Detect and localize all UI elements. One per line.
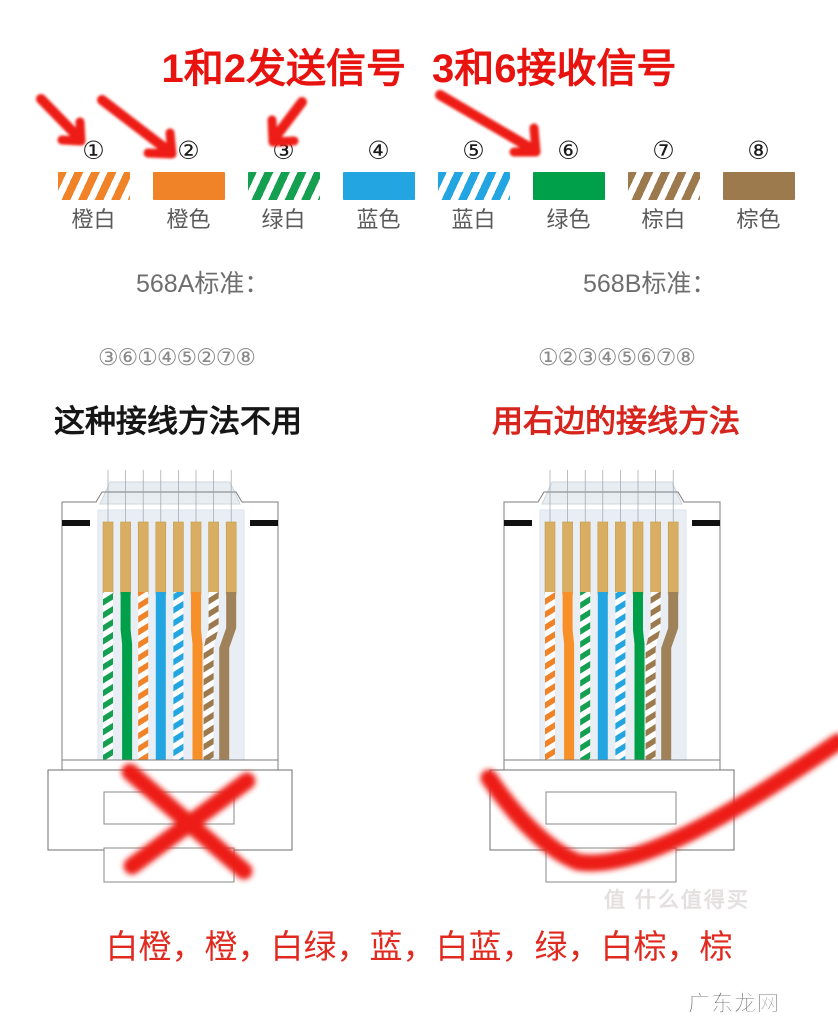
pin-number-4: ④: [367, 137, 390, 165]
pin-number-6: ⑥: [557, 137, 580, 165]
wire-label-2: 橙色: [166, 207, 211, 232]
legend-cell-pin-2: ② 橙色: [141, 136, 236, 233]
wire-3-pin-1: [138, 592, 149, 760]
contact-pin-5: [173, 521, 184, 595]
pin-number-2: ②: [177, 137, 200, 165]
arrow-to-pin-3: [269, 97, 307, 144]
contact-pin-4: [597, 521, 609, 595]
cable-slot-lower: [545, 847, 677, 883]
standard-b-caption: 568B标准：: [583, 270, 717, 298]
wire-3-pin-3: [580, 592, 591, 760]
wire-1-pin-1: [545, 592, 555, 760]
side-bar-left: [504, 520, 532, 526]
contact-pin-2: [120, 521, 131, 595]
wire-label-5: 蓝白: [451, 207, 496, 232]
contact-pin-3: [137, 521, 149, 595]
wire-7-pin-7: [645, 592, 661, 760]
legend-cell-pin-6: ⑥ 绿色: [521, 136, 616, 233]
side-bar-right: [250, 520, 278, 526]
wire-swatch-2: [152, 172, 225, 200]
cable-slot-upper: [545, 791, 677, 825]
connector-diagram-568a: [40, 470, 370, 890]
contact-pin-7: [650, 521, 661, 595]
legend-cell-pin-8: ⑧ 棕色: [711, 136, 806, 233]
wire-2-pin-2: [562, 592, 575, 760]
wire-5-pin-5: [615, 592, 626, 760]
contact-pin-1: [544, 521, 556, 595]
contact-pin-8: [225, 521, 237, 595]
wire-4-pin-4: [597, 592, 608, 760]
wire-6-pin-6: [633, 592, 645, 760]
headline-left: 1和2发送信号: [161, 47, 407, 91]
wire-swatch-5: [437, 172, 510, 200]
contact-pin-7: [208, 521, 219, 595]
wire-2-pin-6: [120, 592, 133, 760]
connector-ledge: [61, 759, 279, 771]
wire-7-pin-7: [203, 592, 219, 760]
wire-swatch-7: [627, 172, 700, 200]
wire-label-3: 绿白: [261, 207, 306, 232]
cable-slot-upper: [103, 791, 235, 825]
legend-cell-pin-7: ⑦ 棕白: [616, 136, 711, 233]
wire-swatch-6: [532, 172, 605, 200]
wire-4-pin-4: [155, 592, 166, 760]
watermark-corner: 广东龙网: [688, 991, 781, 1016]
pin-number-3: ③: [272, 137, 295, 165]
contact-pin-6: [190, 521, 202, 595]
standard-a-caption: 568A标准：: [136, 270, 270, 298]
connector-diagram-568b: [460, 470, 790, 890]
watermark-center: 值 什么值得买: [604, 889, 750, 912]
wire-swatch-8: [722, 172, 795, 200]
connector-latch: [99, 481, 241, 505]
wire-swatch-3: [247, 172, 320, 200]
wire-6-pin-2: [191, 592, 203, 760]
arrow-to-pin-1: [36, 94, 85, 144]
legend-cell-pin-1: ① 橙白: [46, 136, 141, 233]
pin-number-1: ①: [82, 137, 105, 165]
standard-a-pin-order: ③⑥①④⑤②⑦⑧: [98, 344, 256, 370]
standard-b-pin-order: ①②③④⑤⑥⑦⑧: [538, 344, 696, 370]
contact-pin-1: [102, 521, 114, 595]
wire-label-4: 蓝色: [356, 207, 401, 232]
contact-pin-2: [562, 521, 573, 595]
legend-cell-pin-4: ④ 蓝色: [331, 136, 426, 233]
wire-8-pin-8: [661, 592, 679, 760]
pin-number-8: ⑧: [747, 137, 770, 165]
wire-label-6: 绿色: [546, 207, 591, 232]
legend-cell-pin-5: ⑤ 蓝白: [426, 136, 521, 233]
annotation-right: 用右边的接线方法: [492, 404, 740, 439]
wire-1-pin-3: [103, 592, 113, 760]
wire-label-7: 棕白: [641, 207, 686, 232]
contact-pin-4: [155, 521, 167, 595]
wire-swatch-4: [342, 172, 415, 200]
wire-swatch-1: [57, 172, 130, 200]
contact-pin-6: [632, 521, 644, 595]
annotation-left: 这种接线方法不用: [54, 404, 302, 439]
wire-label-8: 棕色: [736, 207, 781, 232]
pin-number-7: ⑦: [652, 137, 675, 165]
contact-pin-3: [579, 521, 591, 595]
wire-8-pin-8: [219, 592, 237, 760]
cable-slot-lower: [103, 847, 235, 883]
legend-cell-pin-3: ③ 绿白: [236, 136, 331, 233]
side-bar-left: [62, 520, 90, 526]
contact-pin-8: [667, 521, 679, 595]
pin-number-5: ⑤: [462, 137, 485, 165]
wire-label-1: 橙白: [71, 207, 116, 232]
pin-legend: ① 橙白 ② 橙色 ③ 绿白 ④ 蓝色 ⑤ 蓝白 ⑥ 绿色 ⑦ 棕白 ⑧ 棕色: [46, 136, 806, 233]
headline-right: 3和6接收信号: [432, 47, 677, 91]
wire-5-pin-5: [173, 592, 184, 760]
bottom-caption: 白橙，橙，白绿，蓝，白蓝，绿，白棕，棕: [105, 928, 733, 965]
connector-latch: [541, 481, 683, 505]
contact-pin-5: [615, 521, 626, 595]
side-bar-right: [692, 520, 720, 526]
page-title: 1和2发送信号 3和6接收信号: [0, 36, 838, 94]
connector-ledge: [503, 759, 721, 771]
